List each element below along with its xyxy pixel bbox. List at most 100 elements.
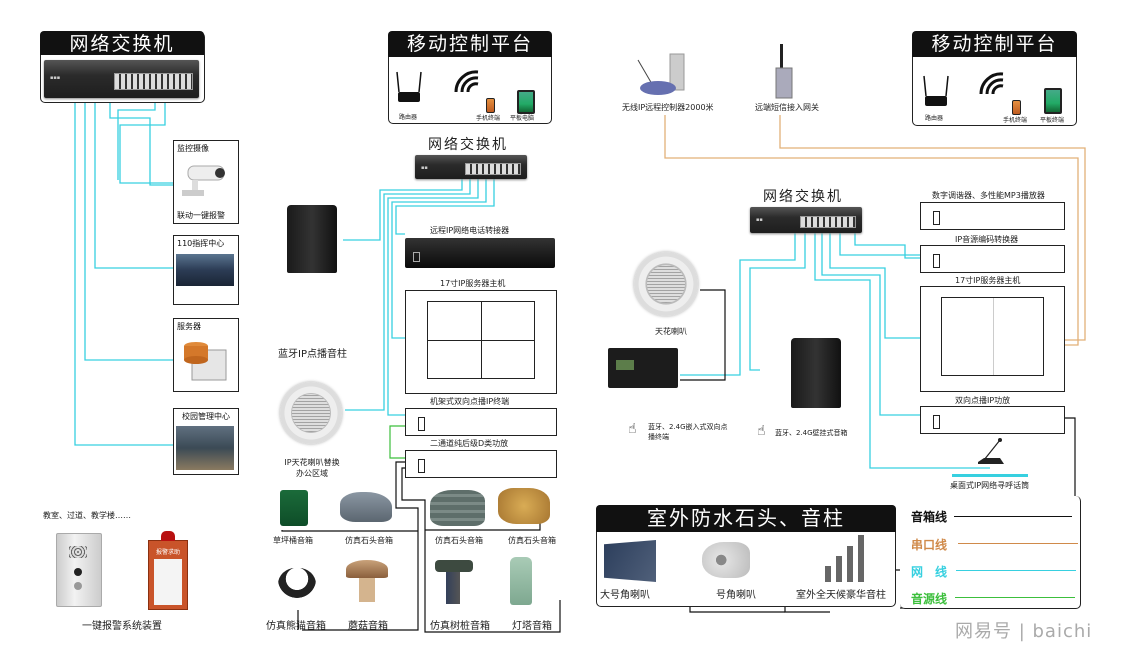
outdoor-speaker-label: 灯塔音箱 [512,621,552,632]
column-speaker-4 [858,535,864,582]
alarm-beacon-icon [161,531,175,541]
middle-ceiling-speaker [280,382,342,444]
middle-server-monitor [405,290,557,394]
lighthouse-speaker [510,557,532,605]
middle-audio-lines [389,425,405,459]
card-command-center: 110指挥中心 [173,235,239,305]
right-router-icon [925,96,947,106]
alarm-box-panel [154,559,182,605]
tuner-label: 数字调谐器、多性能MP3播放器 [932,191,1045,200]
right-mobile-title: 移动控制平台 [912,31,1077,57]
watermark: 网易号 | baichi [955,621,1093,642]
right-ceiling-label: 天花喇叭 [655,327,687,336]
switch-brand-mark: ▪▪ [756,217,763,224]
campus-center-title: 校园管理中心 [182,412,230,421]
outdoor-item-label: 号角喇叭 [716,590,756,601]
outdoor-speaker-label: 仿真石头音箱 [508,536,556,545]
wifi-signal-icon [979,72,1004,95]
monitor-screen [427,301,535,379]
left-network-lines [74,100,175,446]
legend-line-serial [958,543,1078,545]
sms-gateway-label: 远端短信接入网关 [755,103,819,112]
bluetooth-hand-icon: ☝ [757,423,766,439]
middle-router-icon [398,92,420,102]
bluetooth-hand-icon: ☝ [628,421,637,437]
ceiling-speaker-label: IP天花喇叭替换办公区域 [284,458,340,478]
right-network-lines [680,232,990,469]
column-speaker-3 [847,546,853,582]
middle-mobile-title: 移动控制平台 [388,31,552,57]
server-card-title: 服务器 [177,322,201,331]
embedded-terminal-device [608,348,678,388]
outdoor-item-label: 大号角喇叭 [600,590,650,601]
right-phone-label: 手机终端 [1003,117,1028,124]
outdoor-speaker-label: 仿真熊猫音箱 [266,621,326,632]
camera-card-title: 监控摄像 [177,144,209,153]
right-wall-speaker [791,338,841,408]
right-amplifier-device [920,406,1065,434]
middle-switch-label: 网络交换机 [428,137,508,153]
locations-note: 教室、过道、教学楼…… [43,511,131,520]
legend-line-network [956,570,1076,572]
panda-speaker [278,568,316,604]
legend-line-speaker [954,516,1072,518]
switch-ports [113,73,193,90]
right-router-label: 路由器 [925,115,944,122]
column-speaker-1 [825,566,831,582]
paging-mic-label: 桌面式IP网络寻呼话筒 [950,481,1030,490]
wifi-signal-icon [454,70,479,93]
outdoor-speaker-label: 草坪桶音箱 [273,536,313,545]
right-tablet-label: 平板终端 [1040,117,1065,124]
rock-speaker [430,490,485,526]
column-speaker-2 [836,556,842,582]
legend-line-audio [955,597,1075,599]
mushroom-speaker-cap [346,560,388,578]
horn-speaker [702,542,750,578]
card-camera: 监控摄像 联动一键报警 [173,140,239,224]
left-network-switch: ▪▪▪ [44,60,199,98]
card-campus-center: 校园管理中心 [173,408,239,475]
rack-terminal-device [405,408,557,436]
server-icon [184,342,227,381]
middle-router-label: 路由器 [399,114,418,121]
alarm-box-sign: 报警求助 [155,549,180,556]
tablet-icon [1044,88,1062,114]
right-server-monitor [920,286,1065,392]
middle-tablet-label: 平板电脑 [510,115,535,122]
sms-gateway-icon [775,44,793,99]
outdoor-speaker-label: 仿真树桩音箱 [430,621,490,632]
alarm-box-device: 报警求助 [148,531,188,610]
wireless-controller-label: 无线IP远程控制器2000米 [622,103,714,112]
card-server: 服务器 [173,318,239,392]
gateway-power-switch [413,252,420,262]
outdoor-speaker-label: 仿真石头音箱 [345,536,393,545]
switch-ports [800,216,856,228]
middle-network-switch: ▪▪ [415,155,527,179]
stump-speaker-sign [435,560,473,572]
phone-icon [486,98,495,113]
embedded-terminal-label: 蓝牙、2.4G嵌入式双向点播终端 [648,423,728,441]
switch-ports [465,163,521,175]
router-antenna-icon [923,75,949,97]
large-horn-speaker [604,540,656,582]
security-camera-icon [182,165,225,196]
rock-speaker [340,492,392,522]
stump-speaker-trunk [446,572,460,604]
camera-card-subtitle: 联动一键报警 [177,211,225,220]
monitor-screen [941,297,1044,377]
command-center-title: 110指挥中心 [177,239,225,248]
legend-label-audio: 音源线 [911,592,948,606]
outdoor-speaker-label: 蘑菇音箱 [348,621,388,632]
outdoor-item-label: 室外全天候豪华音柱 [796,590,886,601]
legend-frame [900,496,1081,609]
paging-microphone-icon [978,438,1004,464]
middle-server-label: 17寸IP服务器主机 [440,279,506,288]
phone-gateway-label: 远程IP网络电话转接器 [430,226,510,235]
rack-terminal-label: 机架式双向点播IP终端 [430,397,510,406]
outdoor-speaker-label: 仿真石头音箱 [435,536,483,545]
right-switch-label: 网络交换机 [763,189,843,205]
encoder-device [920,245,1065,273]
right-serial-lines [664,115,1086,346]
middle-network-lines [343,178,495,416]
switch-brand-mark: ▪▪ [421,164,428,171]
